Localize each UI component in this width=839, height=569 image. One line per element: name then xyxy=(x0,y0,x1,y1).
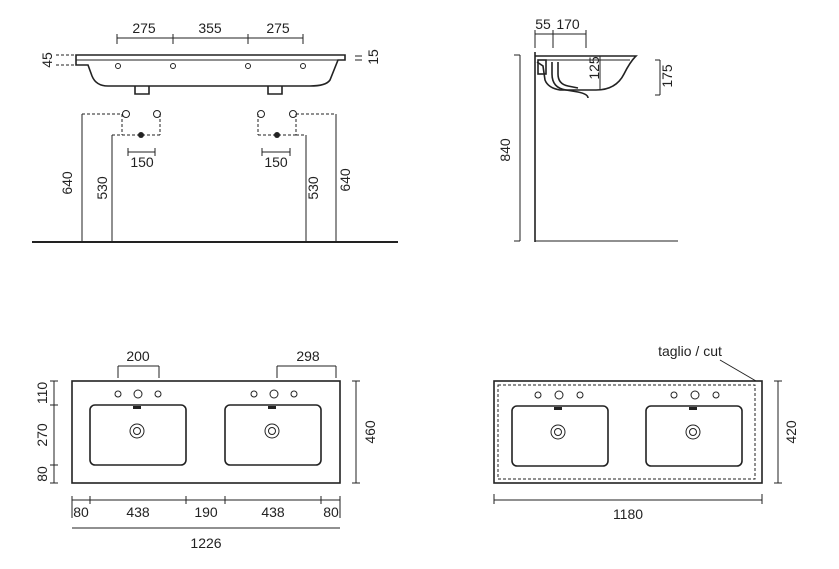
cut-drain-icon xyxy=(550,424,566,440)
cut-tap-hole-icon xyxy=(534,391,542,399)
plan-left-dim-1: 110 xyxy=(34,382,50,405)
cut-label: taglio / cut xyxy=(658,343,722,359)
front-valve-icon xyxy=(153,110,161,118)
side-basin-profile xyxy=(535,55,638,91)
front-right-outer-height: 640 xyxy=(337,168,353,192)
front-view: 275 355 275 45 15 150 xyxy=(32,20,398,243)
front-top-dim-1: 275 xyxy=(132,20,156,36)
front-left-outer-height: 640 xyxy=(59,171,75,195)
plan-tap-hole-icon xyxy=(133,389,143,399)
cut-countertop-outline xyxy=(493,380,763,484)
cut-tap-hole-icon xyxy=(670,391,678,399)
cut-line-dashed xyxy=(497,384,756,480)
front-drain-icon xyxy=(138,132,144,138)
plan-bottom-dim-1: 80 xyxy=(73,504,89,520)
side-trap-pipe xyxy=(551,62,589,99)
plan-view: 200 298 110 270 80 460 xyxy=(34,348,378,551)
plan-tap-hole-icon xyxy=(154,390,162,398)
cut-tap-hole-icon xyxy=(576,391,584,399)
plan-top-dim-2: 298 xyxy=(296,348,320,364)
cut-view: taglio / cut 1180 420 xyxy=(493,343,799,522)
plan-bottom-dim-5: 80 xyxy=(323,504,339,520)
plan-bottom-dim-4: 438 xyxy=(261,504,285,520)
cut-overflow-icon xyxy=(554,407,562,410)
cut-leader-line xyxy=(719,359,757,382)
cut-height: 420 xyxy=(783,420,799,444)
cut-tap-hole-icon xyxy=(690,390,700,400)
plan-bottom-dim-3: 190 xyxy=(194,504,218,520)
front-right-inner-height: 530 xyxy=(305,176,321,200)
front-hole xyxy=(300,63,306,69)
front-top-dim-3: 275 xyxy=(266,20,290,36)
plan-overflow-icon xyxy=(268,406,276,409)
front-drain-right xyxy=(267,86,283,95)
plan-drain-icon xyxy=(264,423,280,439)
cut-basin-right xyxy=(645,405,743,467)
front-valve-icon xyxy=(289,110,297,118)
plan-right-dim: 460 xyxy=(362,420,378,444)
plan-left-dim-3: 80 xyxy=(34,466,50,482)
front-left-dim: 45 xyxy=(39,52,55,68)
plan-total-width: 1226 xyxy=(190,535,221,551)
plan-left-dim-2: 270 xyxy=(34,423,50,447)
cut-drain-icon xyxy=(685,424,701,440)
side-valve-icon xyxy=(537,59,547,75)
side-top-dim-1: 55 xyxy=(535,16,551,32)
front-hole xyxy=(245,63,251,69)
front-left-trap-width: 150 xyxy=(130,154,154,170)
front-drain-icon xyxy=(274,132,280,138)
front-valve-icon xyxy=(122,110,130,118)
side-right-height: 175 xyxy=(659,64,675,88)
cut-overflow-icon xyxy=(689,407,697,410)
side-view: 55 170 125 175 840 xyxy=(497,16,678,242)
plan-tap-hole-icon xyxy=(290,390,298,398)
cut-tap-hole-icon xyxy=(712,391,720,399)
plan-basin-right xyxy=(224,404,322,466)
plan-countertop-outline xyxy=(71,380,341,484)
plan-top-dim-1: 200 xyxy=(126,348,150,364)
side-basin-depth: 125 xyxy=(586,56,602,80)
plan-bottom-dim-2: 438 xyxy=(126,504,150,520)
plan-tap-hole-icon xyxy=(250,390,258,398)
cut-tap-hole-icon xyxy=(554,390,564,400)
front-right-trap-width: 150 xyxy=(264,154,288,170)
plan-tap-hole-icon xyxy=(269,389,279,399)
front-top-dim-2: 355 xyxy=(198,20,222,36)
front-left-inner-height: 530 xyxy=(94,176,110,200)
front-drain-left xyxy=(134,86,150,95)
cut-width: 1180 xyxy=(613,506,643,522)
front-basin-outline xyxy=(75,54,346,87)
plan-overflow-icon xyxy=(133,406,141,409)
plan-drain-icon xyxy=(129,423,145,439)
front-hole xyxy=(115,63,121,69)
front-hole xyxy=(170,63,176,69)
plan-tap-hole-icon xyxy=(114,390,122,398)
side-total-height: 840 xyxy=(497,138,513,162)
front-valve-icon xyxy=(257,110,265,118)
plan-basin-left xyxy=(89,404,187,466)
cut-basin-left xyxy=(511,405,609,467)
side-top-dim-2: 170 xyxy=(556,16,580,32)
front-right-dim: 15 xyxy=(365,49,381,65)
